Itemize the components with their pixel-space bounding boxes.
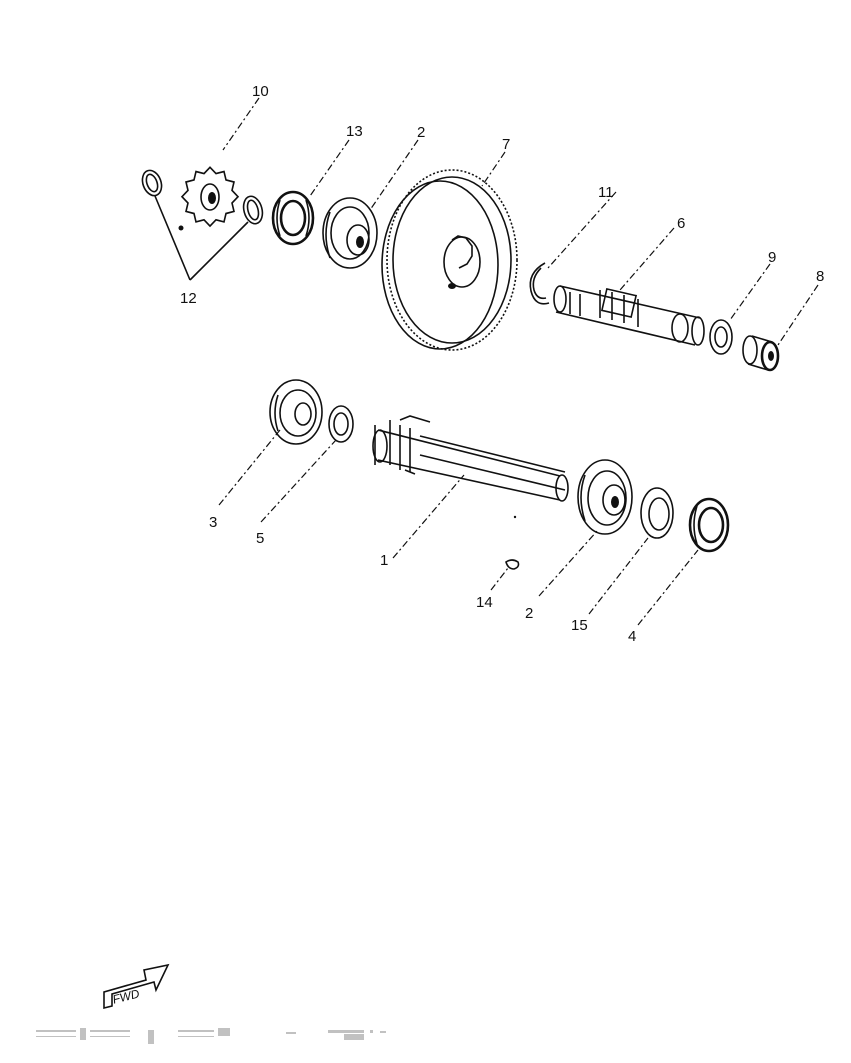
leader-lines [154,97,819,626]
label-part-13: 13 [346,123,363,140]
label-part-9: 9 [768,249,776,266]
label-part-4: 4 [628,628,636,645]
circlip-11 [529,262,550,305]
circlip-12-left [141,169,163,197]
washer-15 [640,487,674,539]
scan-noise [36,1028,386,1044]
circlip-12-right [242,195,264,225]
main-axle-1 [372,415,569,502]
collar-8 [742,335,780,372]
label-part-3: 3 [209,514,217,531]
bearing-2-top [322,197,378,269]
label-part-11: 11 [598,184,614,201]
label-part-14: 14 [476,594,493,611]
bearing-3 [269,379,323,445]
label-part-8: 8 [816,268,824,285]
large-gear-7 [381,169,518,351]
oil-seal-4 [688,497,730,553]
part-labels: 10 13 2 7 11 6 9 8 12 3 5 1 14 2 15 4 [180,83,824,645]
fwd-arrow: FWD [103,963,170,1010]
oil-seal-13 [271,190,315,246]
washer-5 [328,405,354,443]
drive-axle-6 [553,285,705,346]
label-part-10: 10 [252,83,269,100]
fwd-label: FWD [111,986,141,1006]
label-part-2-lower: 2 [525,605,533,622]
drive-sprocket-10 [178,166,240,231]
label-part-5: 5 [256,530,264,547]
label-part-1: 1 [380,552,388,569]
label-part-7: 7 [502,136,510,153]
label-part-15: 15 [571,617,588,634]
label-part-2-top: 2 [417,124,425,141]
label-part-6: 6 [677,215,685,232]
washer-9 [709,319,733,355]
key-14 [505,559,520,570]
label-part-12: 12 [180,290,197,307]
bearing-2-lower [577,459,633,535]
